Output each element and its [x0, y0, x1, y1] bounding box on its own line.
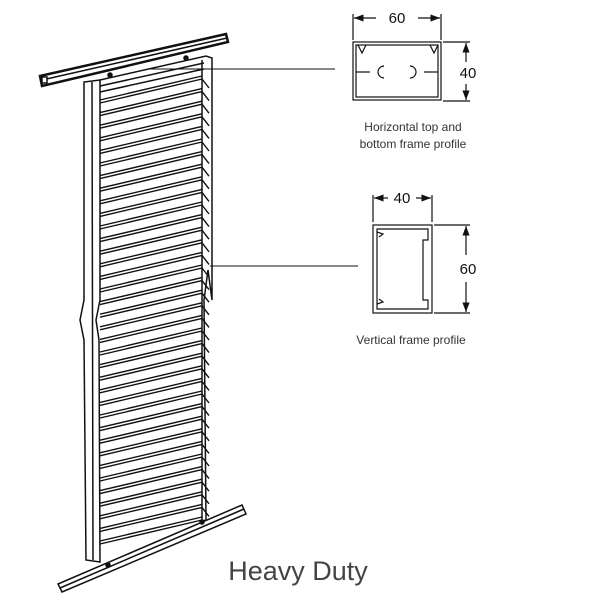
horizontal-width-label: 60 [389, 10, 406, 27]
louver-blade [99, 339, 210, 369]
louver-blade [99, 377, 210, 407]
louver-blade [99, 176, 210, 205]
horizontal-frame-profile [352, 14, 470, 102]
louver-blades [99, 75, 210, 545]
louver-blade [99, 251, 210, 281]
louver-blade [99, 201, 210, 230]
louver-blade [99, 213, 210, 243]
vertical-frame-profile [372, 194, 470, 314]
horizontal-caption-line1: Horizontal top and [364, 120, 461, 134]
louver-blade [99, 465, 210, 495]
louver-blade [99, 226, 210, 255]
louver-blade [99, 125, 210, 155]
louver-blade [99, 163, 210, 192]
horizontal-height-label: 40 [460, 65, 477, 82]
louver-blade [99, 402, 210, 432]
louver-blade [99, 150, 210, 180]
top-rail [38, 32, 230, 88]
louver-blade [99, 440, 210, 470]
horizontal-caption-line2: bottom frame profile [360, 137, 467, 151]
louver-blade [99, 390, 210, 419]
louver-blade [99, 428, 210, 457]
louver-blade [99, 302, 210, 331]
louver-blade [99, 415, 210, 444]
louver-blade [99, 478, 210, 507]
louver-blade [99, 87, 210, 117]
louver-blade [99, 289, 210, 318]
louver-blade [99, 491, 210, 520]
vertical-width-label: 40 [394, 190, 411, 207]
vertical-caption: Vertical frame profile [356, 333, 466, 347]
louver-blade [99, 138, 210, 167]
louver-frame [79, 55, 213, 563]
diagram-title: Heavy Duty [228, 556, 368, 586]
louver-blade [99, 365, 210, 394]
louver-blade [99, 113, 210, 142]
bottom-track [56, 504, 247, 593]
louver-blade [99, 100, 210, 129]
louver-blade [99, 453, 210, 482]
louver-blade [99, 75, 210, 104]
louver-blade [99, 264, 210, 293]
vertical-height-label: 60 [460, 261, 477, 278]
louver-blade [99, 276, 210, 306]
louver-blade [99, 327, 210, 356]
louver-blade [99, 239, 210, 268]
louver-blade [99, 188, 210, 218]
louver-blade [99, 352, 210, 381]
louver-blade [99, 314, 210, 344]
